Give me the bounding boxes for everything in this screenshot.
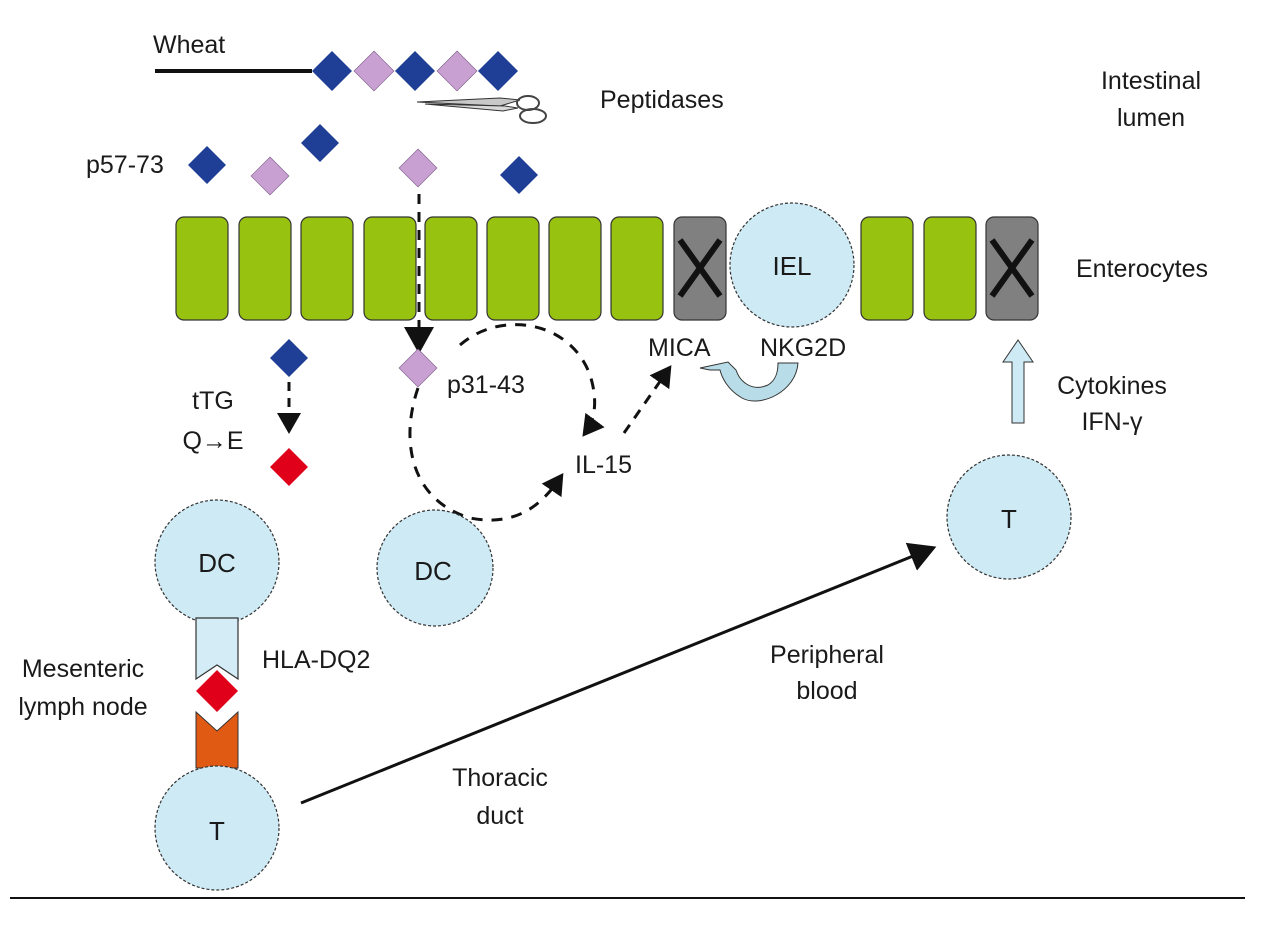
enterocyte [238, 216, 292, 321]
peptide-blue [395, 51, 435, 91]
peptide-blue [312, 51, 352, 91]
enterocyte [860, 216, 914, 321]
p57-73-label: p57-73 [86, 151, 164, 179]
peptide-blue [500, 156, 538, 194]
ttg-label: tTG [192, 387, 234, 415]
hla-dq2-molecule [195, 617, 239, 681]
t-left-label: T [209, 816, 225, 846]
peripheral-blood-label-line1: Peripheral [770, 641, 884, 669]
peptide-blue [301, 124, 339, 162]
presented-peptide [196, 670, 238, 712]
enterocyte [424, 216, 478, 321]
peptide-violet [250, 156, 290, 196]
damaged-enterocyte [673, 216, 727, 321]
intestinal-lumen-label-line1: Intestinal [1101, 67, 1201, 95]
t-cell-left: T [154, 765, 280, 891]
wheat-peptide-chain [312, 50, 518, 92]
peptide-violet [398, 148, 438, 188]
nkg2d-mica-interaction-arrow [699, 361, 799, 402]
hla-dq2-label: HLA-DQ2 [262, 646, 370, 674]
x-mark-icon [989, 238, 1035, 298]
enterocyte [548, 216, 602, 321]
scissors-icon [416, 95, 547, 124]
peptide-blue [270, 339, 308, 377]
iel-cell: IEL [729, 202, 855, 328]
nkg2d-label: NKG2D [760, 334, 846, 362]
wheat-label: Wheat [153, 31, 225, 59]
dendritic-cell-center: DC [376, 509, 494, 627]
mesenteric-label-line1: Mesenteric [22, 655, 144, 683]
cytokines-label: Cytokines [1057, 372, 1167, 400]
enterocyte [610, 216, 664, 321]
peptide-violet [436, 50, 478, 92]
p31-43-label: p31-43 [447, 371, 525, 399]
peptide-violet [353, 50, 395, 92]
t-right-label: T [1001, 504, 1017, 534]
peripheral-blood-label-line2: blood [796, 677, 857, 705]
p31-43-peptide [398, 348, 438, 388]
thoracic-duct-label-line1: Thoracic [452, 764, 548, 792]
damaged-enterocyte [985, 216, 1039, 321]
intestinal-lumen-label-line2: lumen [1117, 104, 1185, 132]
ifn-gamma-label: IFN-γ [1081, 408, 1143, 436]
t-cell-receptor [195, 710, 239, 769]
t-cell-migration-arrow [300, 542, 937, 805]
mica-label: MICA [648, 334, 711, 362]
enterocytes-label: Enterocytes [1076, 255, 1208, 283]
x-mark-icon [677, 238, 723, 298]
cytokine-release-arrow [1002, 339, 1034, 424]
dc-center-label: DC [414, 556, 452, 586]
enterocyte [175, 216, 229, 321]
enterocyte [363, 216, 417, 321]
enterocyte [486, 216, 540, 321]
deamidated-peptide [270, 448, 308, 486]
dc-activation-arrow [408, 387, 564, 522]
il15-label: IL-15 [575, 451, 632, 479]
iel-label: IEL [772, 251, 811, 281]
dendritic-cell-left: DC [154, 499, 280, 625]
enterocyte [923, 216, 977, 321]
peptidases-label: Peptidases [600, 86, 724, 114]
mesenteric-label-line2: lymph node [18, 693, 147, 721]
enterocyte [300, 216, 354, 321]
dc-left-label: DC [198, 548, 236, 578]
il15-to-mica-arrow [622, 365, 672, 434]
peptide-blue [188, 146, 226, 184]
t-cell-right: T [946, 454, 1072, 580]
thoracic-duct-label-line2: duct [476, 802, 523, 830]
enterocyte-layer: IEL [175, 202, 1039, 328]
q-to-e-label: Q→E [182, 427, 243, 455]
peptide-blue [478, 51, 518, 91]
